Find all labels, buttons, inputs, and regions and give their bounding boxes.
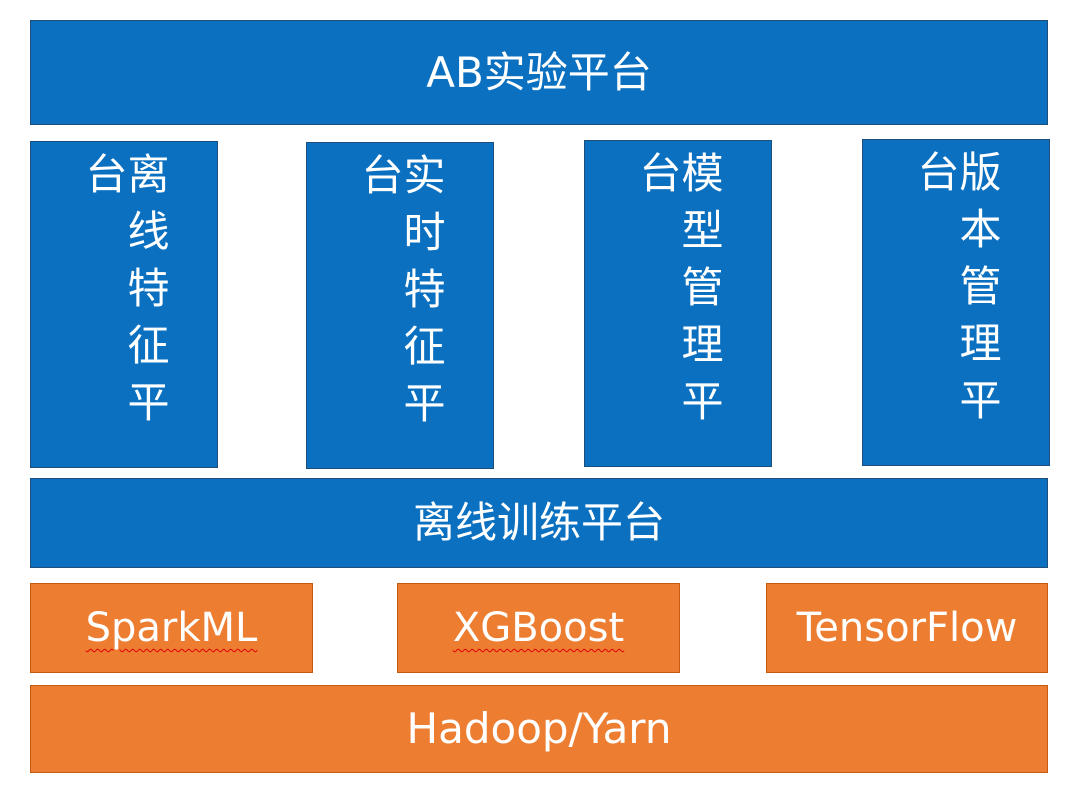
sparkml-label: SparkML (85, 605, 258, 651)
version-management-platform-block: 版本管理平台 (862, 139, 1050, 466)
realtime-feature-platform-block: 实时特征平台 (306, 142, 494, 469)
xgboost-block: XGBoost (397, 583, 680, 673)
offline-training-platform-block: 离线训练平台 (30, 478, 1048, 568)
offline-feature-platform-block: 离线特征平台 (30, 141, 218, 468)
hadoop-yarn-block: Hadoop/Yarn (30, 685, 1048, 773)
version-management-platform-label: 版本管理平台 (911, 150, 1002, 435)
offline-feature-platform-label: 离线特征平台 (79, 152, 170, 437)
ab-experiment-platform-block: AB实验平台 (30, 20, 1048, 125)
tensorflow-label: TensorFlow (796, 605, 1018, 651)
model-management-platform-block: 模型管理平台 (584, 140, 772, 467)
model-management-platform-label: 模型管理平台 (633, 151, 724, 436)
tensorflow-block: TensorFlow (766, 583, 1048, 673)
hadoop-yarn-label: Hadoop/Yarn (406, 704, 672, 753)
xgboost-label: XGBoost (452, 605, 625, 651)
realtime-feature-platform-label: 实时特征平台 (355, 153, 446, 438)
offline-training-platform-label: 离线训练平台 (412, 498, 665, 547)
sparkml-block: SparkML (30, 583, 313, 673)
ab-experiment-platform-label: AB实验平台 (426, 47, 652, 97)
